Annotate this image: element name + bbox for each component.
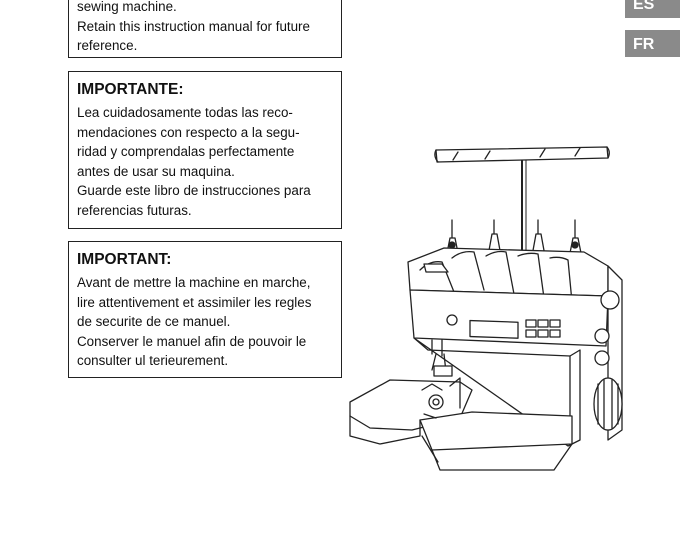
notice-line: consulter ul terieurement. [77,353,229,368]
notice-line: mendaciones con respecto a la segu- [77,124,300,140]
notice-line: de securite de ce manuel. [77,314,231,329]
notice-line: referencias futuras. [77,202,192,218]
notice-line: reference. [77,38,138,53]
spanish-heading: IMPORTANTE: [77,81,184,98]
notice-line: ridad y comprendalas perfectamente [77,144,295,159]
spanish-notice-box: IMPORTANTE: Lea cuidadosamente todas las… [68,71,342,229]
notice-line: Guarde este libro de instrucciones para [77,183,311,198]
notice-line: Avant de mettre la machine en marche, [77,275,311,290]
french-heading: IMPORTANT: [77,251,172,268]
notice-line: sewing machine. [77,0,177,14]
notice-line: Retain this instruction manual for futur… [77,18,310,34]
overlock-sewing-machine-icon [349,146,623,471]
notice-line: lire attentivement et assimiler les regl… [77,294,312,310]
notice-line: Lea cuidadosamente todas las reco- [77,105,293,120]
language-tab-es[interactable]: ES [625,0,680,18]
french-notice-box: IMPORTANT: Avant de mettre la machine en… [68,241,342,378]
english-notice-box: sewing machine. Retain this instruction … [68,0,342,58]
language-tab-fr[interactable]: FR [625,30,680,57]
notice-line: antes de usar su maquina. [77,163,235,179]
notice-line: Conserver le manuel afin de pouvoir le [77,333,307,349]
